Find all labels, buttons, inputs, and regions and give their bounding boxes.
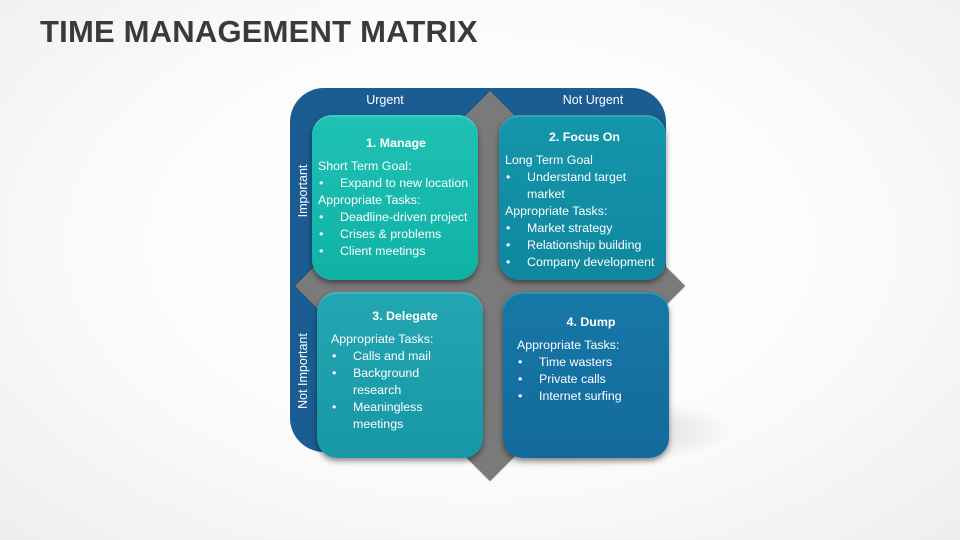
list-item: Relationship building — [505, 237, 664, 254]
list-item: Crises & problems — [318, 226, 474, 243]
quadrant-title: 4. Dump — [566, 315, 616, 329]
list-item: Client meetings — [318, 243, 474, 260]
quadrant-heading: Appropriate Tasks: — [505, 204, 608, 218]
axis-label-not-urgent: Not Urgent — [562, 93, 624, 107]
quadrant-heading: Appropriate Tasks: — [331, 332, 434, 346]
axis-label-urgent: Urgent — [366, 93, 404, 107]
list-item: Meaningless meetings — [331, 399, 443, 433]
axis-label-not-important: Not Important — [296, 333, 310, 409]
list-item: Understand target market — [505, 169, 647, 203]
quadrant-heading: Appropriate Tasks: — [318, 193, 421, 207]
list-item: Internet surfing — [517, 388, 665, 405]
quadrant-heading: Appropriate Tasks: — [517, 338, 620, 352]
list-item: Background research — [331, 365, 443, 399]
quadrant-title: 3. Delegate — [372, 309, 438, 323]
quadrant-delegate: 3. Delegate Appropriate Tasks: Calls and… — [317, 292, 483, 458]
quadrant-heading: Short Term Goal: — [318, 159, 412, 173]
quadrant-heading: Long Term Goal — [505, 153, 593, 167]
quadrant-dump: 4. Dump Appropriate Tasks: Time wasters … — [503, 292, 669, 458]
list-item: Time wasters — [517, 354, 665, 371]
quadrant-title: 1. Manage — [366, 136, 426, 150]
page-title: TIME MANAGEMENT MATRIX — [40, 14, 478, 49]
list-item: Calls and mail — [331, 348, 479, 365]
list-item: Expand to new location — [318, 175, 474, 192]
list-item: Deadline-driven project — [318, 209, 474, 226]
list-item: Private calls — [517, 371, 665, 388]
list-item: Market strategy — [505, 220, 664, 237]
list-item: Company development — [505, 254, 664, 271]
quadrant-title: 2. Focus On — [549, 130, 620, 144]
quadrant-manage: 1. Manage Short Term Goal: Expand to new… — [312, 115, 478, 280]
axis-label-important: Important — [296, 164, 310, 218]
quadrant-focus-on: 2. Focus On Long Term Goal Understand ta… — [499, 115, 666, 280]
